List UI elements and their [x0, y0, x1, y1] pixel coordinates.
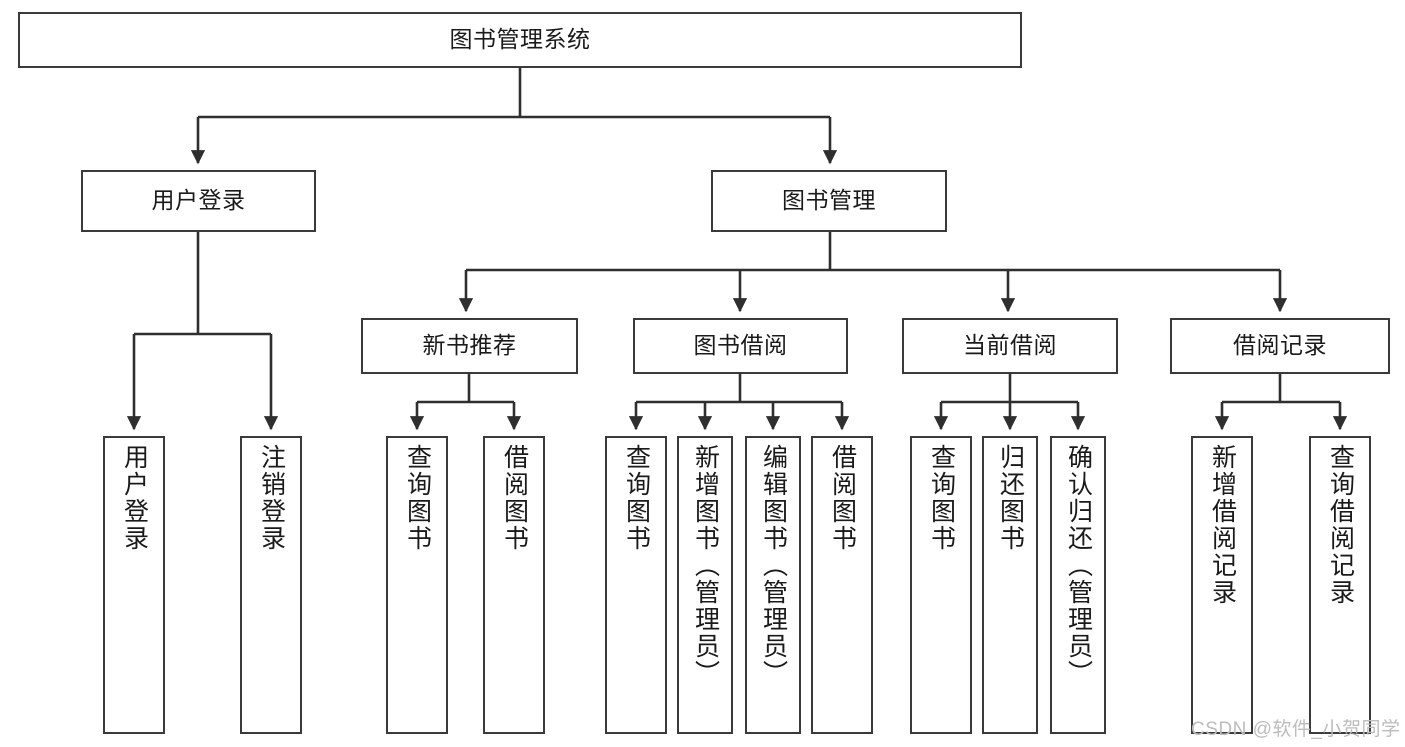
node-leaf-query-books-recommend[interactable]: 查询图书 — [386, 436, 448, 734]
node-label: 确认归还（管理员） — [1064, 444, 1093, 687]
node-root-book-management-system[interactable]: 图书管理系统 — [18, 12, 1022, 68]
node-label: 归还图书 — [996, 444, 1025, 552]
node-label: 新书推荐 — [422, 332, 517, 359]
node-new-book-recommendation[interactable]: 新书推荐 — [361, 318, 578, 374]
node-leaf-query-books-current[interactable]: 查询图书 — [910, 436, 972, 734]
node-current-borrowing[interactable]: 当前借阅 — [902, 318, 1118, 374]
node-label: 新增借阅记录 — [1208, 444, 1237, 606]
node-label: 图书管理 — [782, 187, 876, 214]
node-label: 查询借阅记录 — [1326, 444, 1355, 606]
node-label: 编辑图书（管理员） — [759, 444, 788, 687]
node-label: 查询图书 — [403, 444, 432, 552]
node-user-login[interactable]: 用户登录 — [81, 170, 316, 232]
node-label: 注销登录 — [257, 444, 286, 552]
node-label: 当前借阅 — [963, 332, 1057, 359]
node-leaf-query-borrow-record[interactable]: 查询借阅记录 — [1309, 436, 1371, 734]
node-leaf-borrow-books-recommend[interactable]: 借阅图书 — [483, 436, 545, 734]
node-label: 借阅记录 — [1233, 332, 1327, 359]
node-leaf-user-login[interactable]: 用户登录 — [103, 436, 165, 734]
node-label: 用户登录 — [151, 187, 246, 214]
node-label: 借阅图书 — [828, 444, 857, 552]
node-leaf-return-books[interactable]: 归还图书 — [982, 436, 1038, 734]
node-book-borrowing[interactable]: 图书借阅 — [633, 318, 848, 374]
node-leaf-edit-book-admin[interactable]: 编辑图书（管理员） — [745, 436, 801, 734]
watermark-csdn: CSDN @软件_小贺同学 — [1191, 719, 1401, 740]
node-leaf-borrow-books[interactable]: 借阅图书 — [811, 436, 873, 734]
node-label: 借阅图书 — [500, 444, 529, 552]
node-label: 查询图书 — [622, 444, 651, 552]
node-label: 新增图书（管理员） — [691, 444, 720, 687]
node-label: 图书管理系统 — [449, 26, 591, 53]
node-leaf-confirm-return-admin[interactable]: 确认归还（管理员） — [1050, 436, 1106, 734]
node-leaf-add-borrow-record[interactable]: 新增借阅记录 — [1191, 436, 1253, 734]
node-label: 图书借阅 — [693, 332, 788, 359]
node-leaf-query-books-borrow[interactable]: 查询图书 — [605, 436, 667, 734]
node-label: 查询图书 — [927, 444, 956, 552]
node-label: 用户登录 — [120, 444, 149, 552]
node-leaf-add-book-admin[interactable]: 新增图书（管理员） — [677, 436, 733, 734]
node-leaf-logout[interactable]: 注销登录 — [240, 436, 302, 734]
node-borrowing-records[interactable]: 借阅记录 — [1170, 318, 1390, 374]
node-book-management[interactable]: 图书管理 — [711, 170, 947, 232]
